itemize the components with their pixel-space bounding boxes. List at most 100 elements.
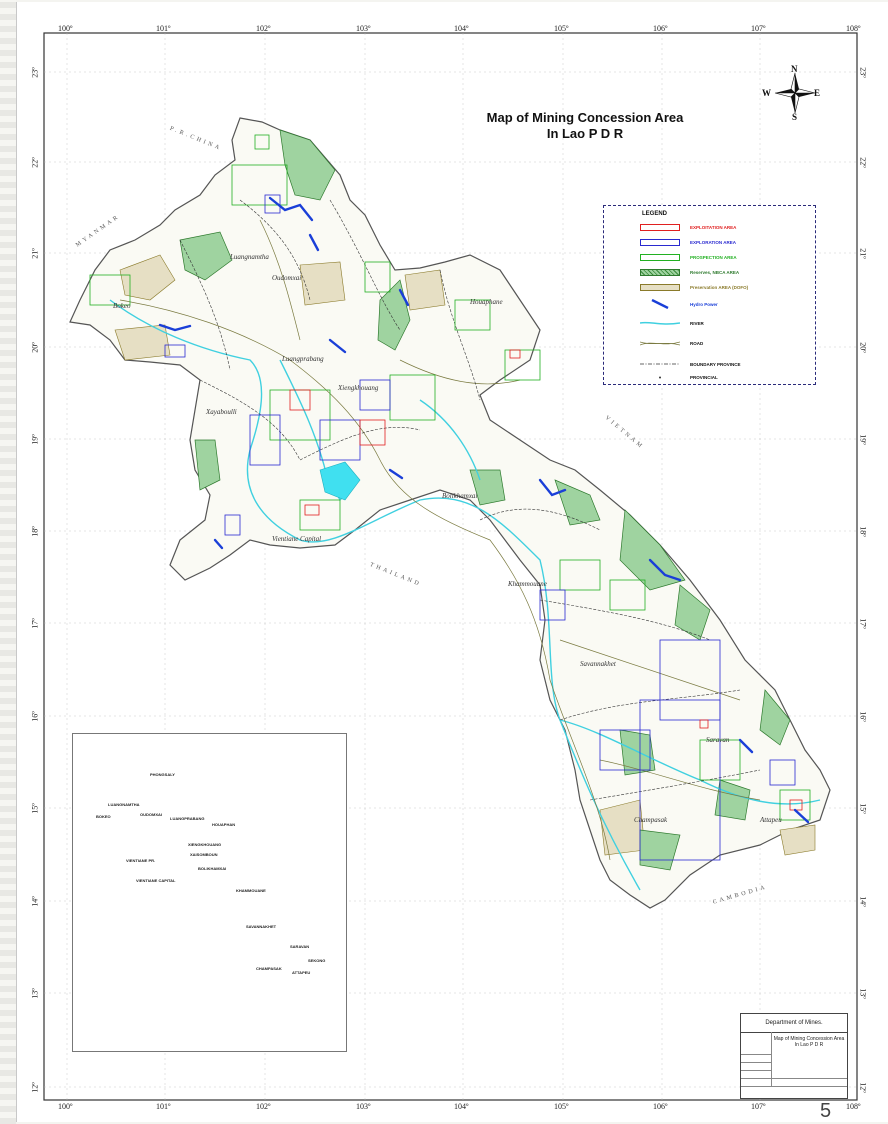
place-label: Luangprabang — [282, 355, 324, 363]
compass-south: S — [792, 112, 798, 122]
inset-label: SARAVAN — [290, 944, 310, 949]
lat-label-right: 21º — [858, 248, 868, 259]
lon-label-top: 108º — [846, 24, 861, 33]
province-boundaries — [179, 199, 761, 801]
title-block-column — [771, 1032, 772, 1086]
lat-label-left: 16º — [30, 711, 40, 722]
compass-west: W — [762, 88, 771, 98]
preservation-areas — [114, 254, 816, 856]
lat-label-right: 20º — [858, 342, 868, 353]
title-block-divider — [741, 1032, 847, 1033]
legend-label: BOUNDARY PROVINCE — [690, 361, 741, 367]
page-edge — [0, 0, 16, 1124]
title-block-organization: Department of Mines. — [765, 1020, 823, 1026]
legend-item-exploitation: EXPLOITATION AREA — [640, 222, 736, 232]
legend-label: Preservation AREA (DOFO) — [690, 284, 749, 290]
legend-label: Hydro Power — [690, 301, 718, 307]
legend-label: EXPLORATION AREA — [690, 239, 737, 245]
page-number: 5 — [820, 1100, 832, 1122]
lon-label-top: 107º — [751, 24, 766, 33]
legend-item-provincial: PROVINCIAL — [640, 372, 718, 382]
place-label: Saravan — [706, 736, 730, 744]
map-title: Map of Mining Concession Area In Lao P D… — [445, 110, 725, 142]
inset-label: HOUAPHAN — [212, 822, 236, 827]
compass-east: E — [814, 88, 821, 98]
place-label: Attapeu — [760, 816, 782, 824]
place-label: Savannakhet — [580, 660, 616, 668]
legend-label: ROAD — [690, 340, 704, 346]
legend-label: PROVINCIAL — [690, 374, 718, 380]
legend-item-road: ROAD — [639, 338, 704, 348]
lat-label-right: 22º — [858, 157, 868, 168]
title-block-row-line — [741, 1078, 847, 1079]
inset-label: VIENTIANE PR. — [126, 858, 156, 863]
inset-map-frame — [72, 733, 347, 1052]
inset-label: BOLIKHAMXAI — [198, 866, 227, 871]
lon-label-top: 101º — [156, 24, 171, 33]
legend-item-exploration: EXPLORATION AREA — [640, 237, 736, 247]
place-label: Houaphane — [470, 298, 503, 306]
lon-label-top: 102º — [256, 24, 271, 33]
legend-label: PROSPECTION AREA — [690, 254, 737, 260]
compass-north: N — [791, 64, 798, 74]
lon-label-bottom: 102º — [256, 1102, 271, 1111]
title-block-row-line — [741, 1062, 771, 1063]
legend-item-hydro: Hydro Power — [640, 298, 718, 310]
title-block-map-title: Map of Mining Concession Area In Lao P D… — [773, 1036, 845, 1048]
place-label: Bokeo — [113, 302, 131, 310]
legend-item-river: RIVER — [639, 318, 704, 328]
lat-label-left: 19º — [30, 434, 40, 445]
legend-swatch — [640, 283, 680, 291]
inset-label: LUANGNAMTHA — [108, 802, 140, 807]
lat-label-right: 16º — [858, 711, 868, 722]
legend-item-boundary: BOUNDARY PROVINCE — [640, 359, 741, 369]
place-label: Champasak — [634, 816, 668, 824]
lon-label-top: 106º — [653, 24, 668, 33]
map-title-line1: Map of Mining Concession Area — [486, 110, 684, 125]
place-label: Xayaboulli — [206, 408, 237, 416]
lat-label-right: 23º — [858, 67, 868, 78]
inset-label: XAISOMBOUN — [190, 852, 218, 857]
lon-label-bottom: 105º — [554, 1102, 569, 1111]
inset-label: XIENGKHOUANG — [188, 842, 222, 847]
legend-label: Reserves, NBCA AREA — [690, 269, 740, 275]
lat-label-right: 12º — [858, 1082, 868, 1093]
lat-label-right: 18º — [858, 526, 868, 537]
place-label: Vientiane Capital — [272, 535, 322, 543]
lon-label-bottom: 100º — [58, 1102, 73, 1111]
legend-swatch — [640, 268, 680, 276]
map-frame — [43, 32, 858, 1101]
inset-label: VIENTIANE CAPITAL — [136, 878, 176, 883]
inset-label: PHONGSALY — [150, 772, 175, 777]
legend-box: LEGEND EXPLOITATION AREA EXPLORATION ARE… — [603, 205, 816, 385]
legend-swatch — [640, 253, 680, 261]
place-label: Luangnamtha — [230, 253, 269, 261]
legend-label: EXPLOITATION AREA — [690, 224, 737, 230]
inset-label: SEKONG — [308, 958, 326, 963]
lon-label-bottom: 107º — [751, 1102, 766, 1111]
lon-label-top: 105º — [554, 24, 569, 33]
legend-swatch — [640, 223, 680, 231]
legend-swatch — [640, 374, 680, 381]
lat-label-right: 13º — [858, 988, 868, 999]
lat-label-right: 14º — [858, 896, 868, 907]
lat-label-left: 20º — [30, 342, 40, 353]
legend-title: LEGEND — [642, 211, 668, 217]
place-label: Bolikhamxai — [442, 492, 478, 500]
compass-labels: N S E W — [760, 64, 824, 124]
lon-label-bottom: 106º — [653, 1102, 668, 1111]
lat-label-left: 22º — [30, 157, 40, 168]
title-block: Department of Mines. Map of Mining Conce… — [740, 1013, 848, 1099]
inset-label: LUANGPRABANG — [170, 816, 205, 821]
lon-label-top: 104º — [454, 24, 469, 33]
lat-label-left: 21º — [30, 248, 40, 259]
title-block-row-line — [741, 1054, 771, 1055]
legend-swatch — [639, 320, 681, 327]
title-block-row-line — [741, 1086, 847, 1087]
hydro-power — [158, 196, 810, 824]
place-label: Khammouane — [508, 580, 547, 588]
lat-label-left: 15º — [30, 803, 40, 814]
lat-label-left: 18º — [30, 526, 40, 537]
lon-label-top: 103º — [356, 24, 371, 33]
legend-item-nbca: Reserves, NBCA AREA — [640, 267, 739, 277]
